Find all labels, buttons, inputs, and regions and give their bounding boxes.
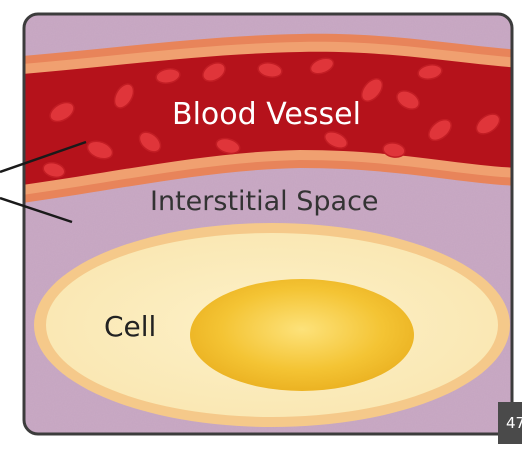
interstitial-space-label: Interstitial Space <box>150 186 379 217</box>
red-blood-cells <box>42 57 501 179</box>
diagram-frame <box>22 12 514 436</box>
pointer-line-to-vessel <box>0 140 87 174</box>
red-blood-cell <box>417 64 443 80</box>
cell-label: Cell <box>104 310 156 343</box>
red-blood-cell <box>309 57 335 75</box>
red-blood-cell <box>382 142 406 158</box>
red-blood-cell <box>215 137 241 155</box>
red-blood-cell <box>49 101 75 123</box>
page-number-badge: 47 <box>498 402 522 444</box>
red-blood-cell <box>155 68 181 84</box>
red-blood-cell <box>360 78 384 102</box>
cell-nucleus <box>190 279 414 391</box>
red-blood-cell <box>113 83 135 109</box>
blood-vessel-label: Blood Vessel <box>172 97 361 132</box>
red-blood-cell <box>428 118 452 142</box>
pointer-line-to-interstitial <box>0 196 73 224</box>
red-blood-cell <box>323 131 349 149</box>
red-blood-cell <box>257 62 283 78</box>
red-blood-cell <box>475 113 501 135</box>
red-blood-cell <box>86 140 114 160</box>
red-blood-cell <box>396 90 420 110</box>
red-blood-cell <box>202 62 226 82</box>
red-blood-cell <box>42 161 66 179</box>
red-blood-cell <box>138 131 162 153</box>
